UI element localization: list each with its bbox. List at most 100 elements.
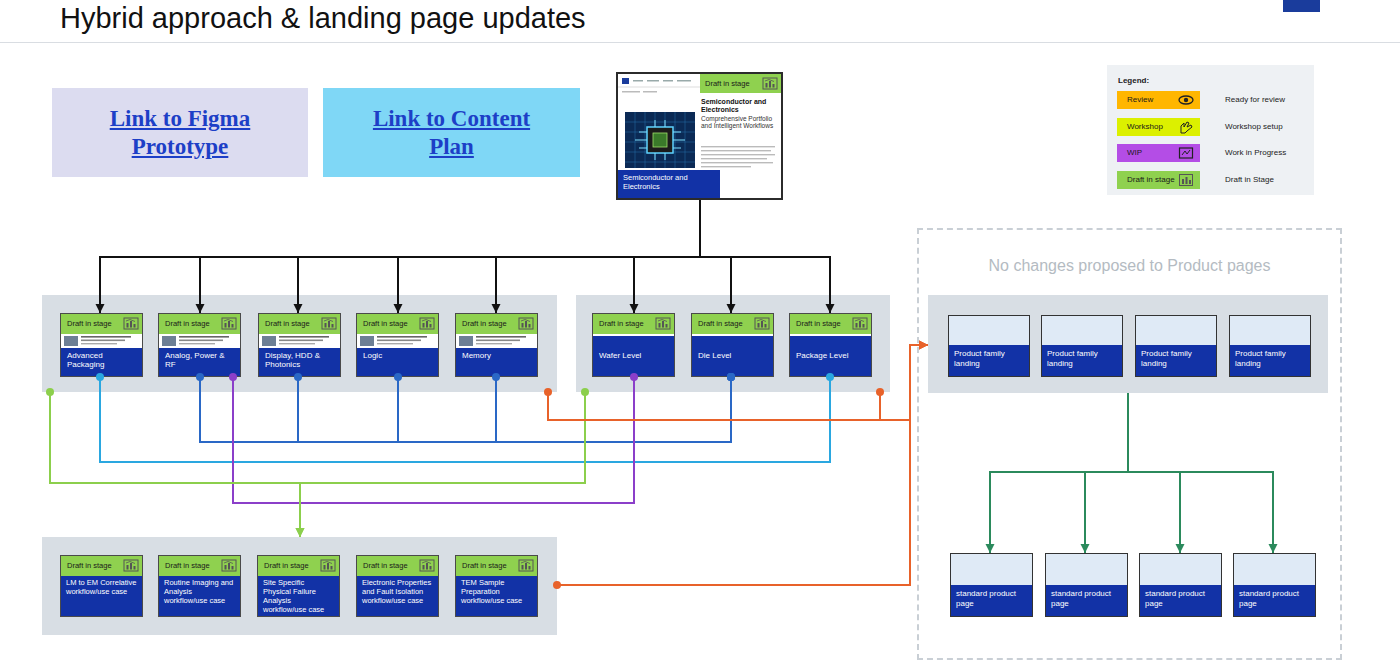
arrowhead [919, 341, 928, 350]
connector [233, 377, 634, 503]
product-page-box: Product family landing [1135, 315, 1217, 377]
decor-rect [522, 565, 524, 570]
page-card: Draft in stageDisplay, HDD & Photonics [258, 313, 341, 377]
workflow-card: Draft in stageTEM Sample Preparation wor… [455, 555, 538, 617]
decor-rect [327, 563, 329, 570]
card-body: Wafer Level [593, 336, 674, 376]
connector [990, 393, 1128, 553]
card-label: Logic [357, 348, 438, 363]
arrowhead [1269, 544, 1278, 553]
product-page-box: Product family landing [1229, 315, 1311, 377]
status-text: Draft in stage [67, 314, 112, 334]
decor-rect [377, 343, 413, 344]
decor-rect [262, 336, 276, 346]
card-body: Die Level [692, 336, 773, 376]
decor-rect [322, 318, 336, 329]
page-card: Draft in stageMemory [455, 313, 538, 377]
decor-rect [863, 324, 865, 328]
legend-swatch: Draft in stage [1117, 171, 1200, 189]
group-band: Draft in stageAdvanced Packaging Draft in… [42, 295, 557, 392]
arrowhead [919, 341, 928, 350]
status-text: Draft in stage [165, 314, 210, 334]
stage-icon [321, 317, 337, 330]
decor-rect [426, 321, 428, 328]
decor-rect [426, 563, 428, 570]
card-body: Product family landing [1230, 345, 1310, 376]
group-band: Draft in stageLM to EM Correlative workf… [42, 537, 557, 635]
dashed-region: No changes proposed to Product pagesProd… [917, 228, 1342, 660]
decor-rect [666, 324, 668, 328]
decor-rect [423, 323, 425, 328]
decor-rect [124, 318, 138, 329]
legend-swatch-text: Draft in stage [1127, 171, 1175, 189]
decor-rect [1186, 177, 1188, 184]
product-page-box: Product family landing [948, 315, 1030, 377]
legend-text: Workshop setup [1225, 118, 1283, 136]
status-tag: Draft in stage [357, 314, 438, 334]
stage-icon [518, 559, 534, 572]
decor-rect [228, 563, 230, 570]
decor-path [635, 120, 685, 160]
stage-icon [221, 559, 237, 572]
legend-swatch-text: Review [1127, 91, 1153, 109]
decor-rect [625, 112, 695, 168]
decor-rect [225, 565, 227, 570]
card-label: Product family landing [1042, 345, 1122, 372]
connector [1128, 393, 1180, 553]
stage-icon [320, 559, 336, 572]
decor-rect [761, 321, 763, 328]
decor-rect [377, 340, 421, 342]
card-body: Advanced Packaging [61, 348, 142, 376]
legend-swatch-text: WIP [1127, 144, 1142, 162]
status-tag: Draft in stage [258, 556, 339, 576]
status-tag: Draft in stage [456, 314, 537, 334]
status-text: Draft in stage [67, 556, 112, 576]
decor-rect [701, 158, 767, 159]
card-label: standard product page [1140, 585, 1221, 612]
decor-rect [179, 343, 215, 344]
thumbnail-strip [61, 334, 142, 348]
card-label: Product family landing [1136, 345, 1216, 372]
stage-icon [221, 317, 237, 330]
legend-text: Ready for review [1225, 91, 1285, 109]
link-text: Link to Content Plan [352, 105, 552, 160]
decor-rect [755, 318, 769, 329]
decor-path [224, 320, 233, 322]
decor-rect [377, 336, 427, 338]
decor-rect [529, 566, 531, 570]
decor-path [126, 320, 135, 322]
decor-rect [162, 336, 176, 346]
stage-icon [419, 317, 435, 330]
thumbnail-strip [259, 334, 340, 348]
decor-rect [525, 563, 527, 570]
decor-rect [856, 323, 858, 328]
page-bar-label: Semiconductor and Electronics [618, 170, 720, 194]
decor-rect [1180, 148, 1193, 158]
status-tag: Draft in stage [61, 314, 142, 334]
legend-swatch-text: Workshop [1127, 118, 1163, 136]
arrowhead [296, 528, 305, 537]
status-text: Draft in stage [796, 314, 841, 334]
legend-text: Draft in Stage [1225, 171, 1274, 189]
decor-circle [1184, 98, 1188, 102]
decor-rect [763, 78, 777, 89]
card-label: standard product page [951, 585, 1032, 612]
decor-rect [81, 343, 117, 344]
decor-rect [647, 80, 659, 82]
status-tag: Draft in stage [456, 556, 537, 576]
card-label: Display, HDD & Photonics [259, 348, 340, 373]
decor-rect [179, 336, 229, 338]
status-tag: Draft in stage [159, 314, 240, 334]
decor-rect [701, 166, 751, 167]
decor-rect [423, 565, 425, 570]
decor-path [1182, 150, 1190, 155]
page-heading: Semiconductor and Electronics [701, 98, 778, 114]
thumbnail-strip [357, 334, 438, 348]
decor-rect [232, 324, 234, 328]
product-page-box: standard product page [1139, 553, 1222, 617]
connector [50, 392, 300, 537]
card-body: Package Level [790, 336, 871, 376]
status-text: Draft in stage [462, 314, 507, 334]
decor-rect [525, 321, 527, 328]
